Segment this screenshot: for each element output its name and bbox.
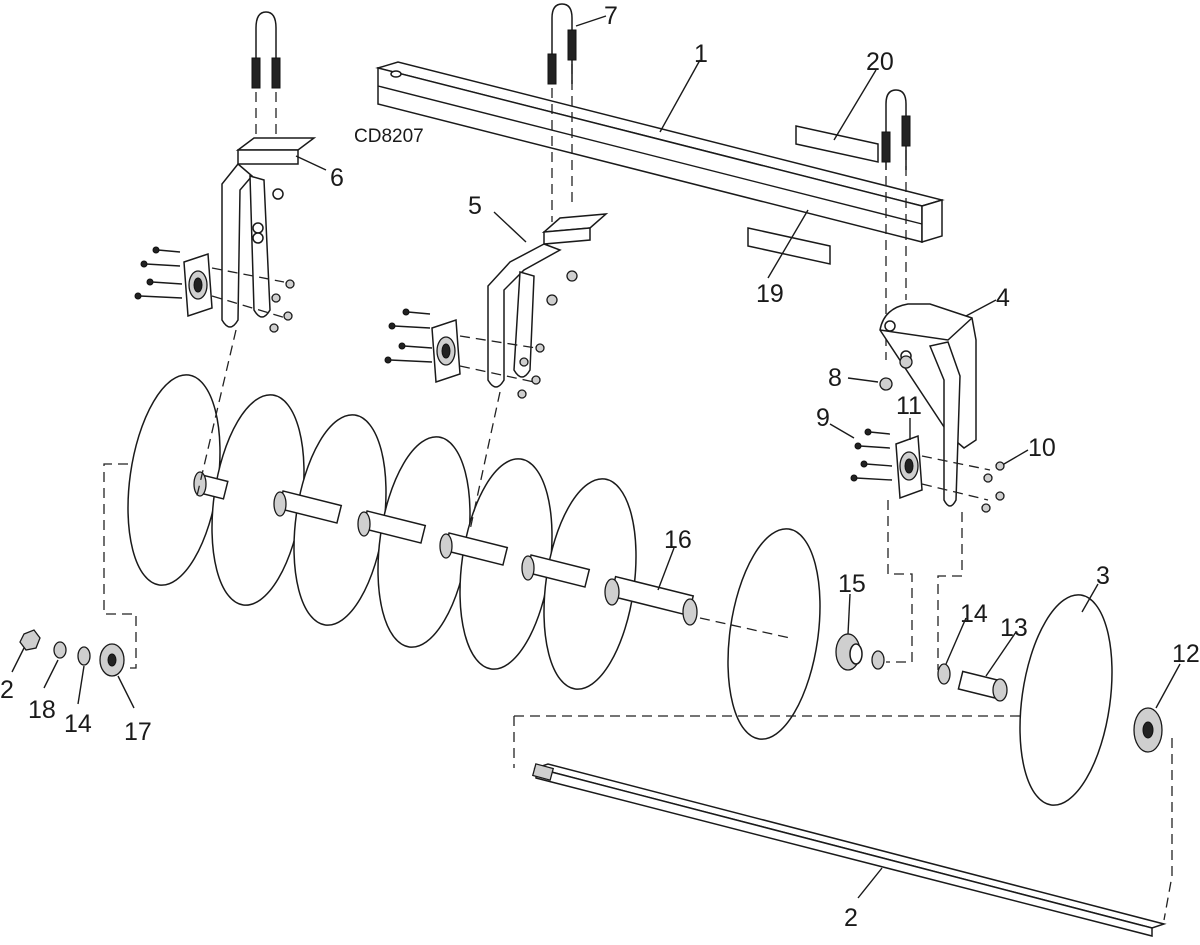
callout-16: 16 [664,526,692,554]
end-nut-12 [1133,707,1163,753]
callout-20: 20 [866,48,894,76]
spool-13 [937,663,1008,702]
bolts-center [384,308,545,399]
bolts-left [134,246,295,333]
callout-18: 18 [28,696,56,724]
callout-19: 19 [756,280,784,308]
spacer-15 [835,633,885,671]
spools [193,471,791,639]
hanger-bracket-left [221,137,317,328]
callout-7: 7 [604,2,618,30]
callout-17: 17 [124,718,152,746]
bearing-flange-center [431,318,461,384]
bearing-flange-left [183,252,213,318]
callout-15: 15 [838,570,866,598]
callout-14b: 14 [960,600,988,628]
bolts-right [850,428,1005,513]
callout-10: 10 [1028,434,1056,462]
callout-2a: 2 [0,676,14,704]
decal-20 [795,125,879,163]
callout-13: 13 [1000,614,1028,642]
drawing-code: CD8207 [354,126,424,147]
callout-14a: 14 [64,710,92,738]
callout-8: 8 [828,364,842,392]
hanger-bracket-right [879,303,977,507]
u-bolt-center [547,3,577,85]
u-bolt-right [881,89,911,170]
left-end-hardware [19,629,125,677]
bearing-flange-right [895,434,923,500]
decal-19 [747,227,831,265]
callout-11: 11 [896,392,922,420]
leader-lines [11,15,1181,899]
callout-3: 3 [1096,562,1110,590]
callout-4: 4 [996,284,1010,312]
callout-12: 12 [1172,640,1200,668]
gang-shaft [531,763,1167,937]
callout-6: 6 [330,164,344,192]
callout-2b: 2 [844,904,858,932]
frame-tube [375,61,945,244]
assembly-dash-lines [103,329,1173,921]
callout-1: 1 [694,40,708,68]
disc-gang [127,374,1113,806]
callout-9: 9 [816,404,830,432]
u-bolt-left [251,11,281,89]
hanger-bracket-center [487,213,609,388]
callout-5: 5 [468,192,482,220]
